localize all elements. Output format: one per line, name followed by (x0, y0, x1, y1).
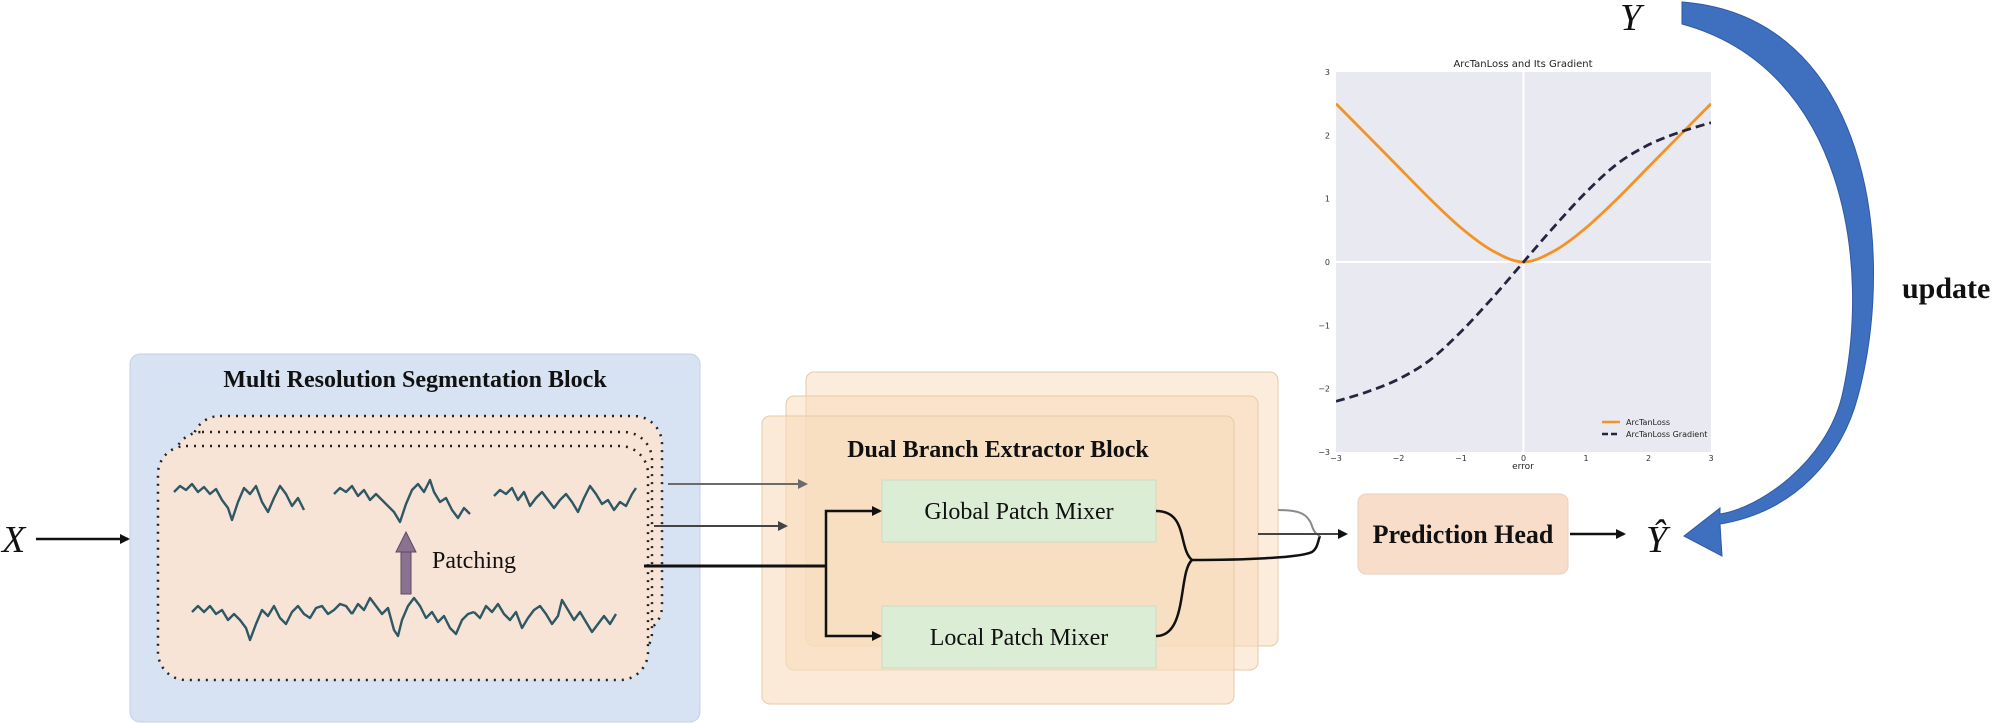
series-line-arctanloss-gradient (1336, 121, 1711, 403)
prediction-head-label: Prediction Head (1373, 520, 1554, 549)
global-patch-mixer (881, 479, 1157, 543)
x-tick-label: 3 (1708, 454, 1713, 463)
merge-gray-1 (1277, 509, 1321, 537)
x-tick-label: 1 (1583, 454, 1588, 463)
connector-to-local (824, 566, 882, 641)
patching-arrow-head (395, 530, 417, 553)
patching-arrow-shaft (400, 551, 412, 595)
patch-stack (156, 414, 664, 682)
wave-patch-4 (191, 602, 353, 642)
local-patch-mixer-label: Local Patch Mixer (930, 625, 1109, 651)
output-label: Ŷ (1646, 519, 1671, 561)
plot-series (1336, 102, 1711, 403)
y-tick-label: −1 (1318, 321, 1330, 330)
update-label: update (1902, 272, 1990, 305)
target-label: Y (1620, 0, 1645, 39)
x-tick-label: 0 (1521, 454, 1526, 463)
wave-patch-3 (493, 484, 637, 514)
extractor-block-title: Dual Branch Extractor Block (847, 437, 1149, 463)
y-tick-label: 1 (1325, 195, 1330, 204)
merge-output-connector (1191, 535, 1322, 562)
legend-label-loss: ArcTanLoss (1626, 418, 1670, 427)
segmentation-block-title: Multi Resolution Segmentation Block (223, 367, 607, 393)
patching-label: Patching (432, 548, 516, 574)
merge-brace (1155, 509, 1194, 638)
chart-title: ArcTanLoss and Its Gradient (1453, 59, 1592, 70)
y-tick-label: −3 (1318, 448, 1330, 457)
x-tick-label: −2 (1393, 454, 1405, 463)
y-tick-label: −2 (1318, 385, 1330, 394)
plot-ticks: −3 −2 −1 0 1 2 3 −3 −2 −1 0 1 2 3 (1318, 68, 1713, 463)
wave-patch-5 (350, 596, 475, 638)
y-tick-label: 2 (1325, 131, 1330, 140)
wave-patch-2 (333, 478, 471, 524)
global-patch-mixer-label: Global Patch Mixer (924, 499, 1113, 525)
y-tick-label: 0 (1325, 258, 1330, 267)
x-axis-label: error (1512, 462, 1534, 472)
input-label: X (0, 519, 27, 561)
x-tick-label: −1 (1455, 454, 1467, 463)
x-tick-label: 2 (1646, 454, 1651, 463)
update-arrow (1681, 1, 1875, 557)
prediction-head (1357, 493, 1569, 575)
chart-legend: ArcTanLoss ArcTanLoss Gradient (1602, 418, 1707, 439)
y-tick-label: 3 (1325, 68, 1330, 77)
x-tick-label: −3 (1330, 454, 1342, 463)
local-patch-mixer (881, 605, 1157, 669)
wave-patch-6 (473, 598, 618, 634)
arctan-chart: −3 −2 −1 0 1 2 3 −3 −2 −1 0 1 2 3 ArcTanLoss and Its … (1318, 59, 1713, 472)
wave-patch-1 (173, 482, 306, 522)
connector-to-global (824, 506, 882, 566)
legend-label-gradient: ArcTanLoss Gradient (1626, 430, 1707, 439)
